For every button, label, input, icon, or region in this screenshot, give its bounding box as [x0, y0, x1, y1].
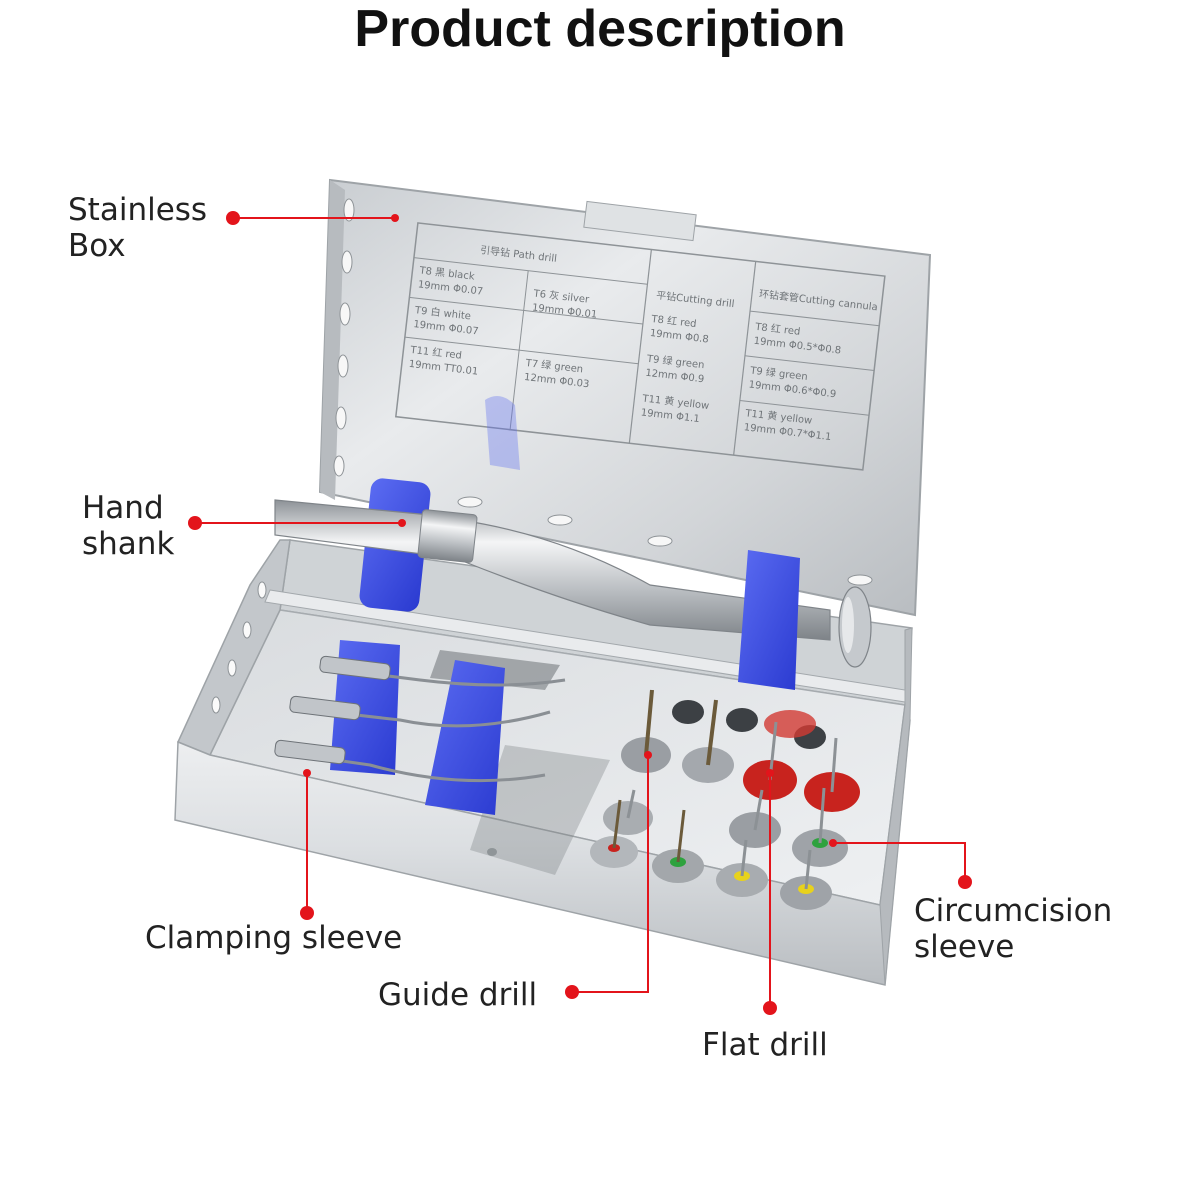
drill-gray [729, 789, 781, 848]
drill-green [652, 809, 704, 883]
hand-shank-label: Hand shank [82, 490, 175, 562]
drill-set [590, 689, 860, 910]
stainless-box-label: Stainless Box [68, 192, 208, 264]
circumcision-sleeve-green [792, 787, 848, 867]
flat-drill-label: Flat drill [702, 1027, 828, 1063]
callout-lines [195, 217, 966, 1008]
drill-yellow [780, 849, 832, 910]
flat-drill-red [804, 737, 860, 812]
clamping-sleeve-label: Clamping sleeve [145, 920, 403, 956]
page-title: Product description [354, 0, 846, 58]
guide-drill-label: Guide drill [378, 977, 538, 1013]
drill-yellow [716, 839, 768, 897]
circumcision-sleeve-label: Circumcision sleeve [914, 893, 1113, 965]
drill-gray [682, 699, 734, 783]
callout-dots [188, 211, 972, 1015]
hand-shank [274, 478, 872, 690]
drill-gray [590, 799, 638, 868]
stainless-box-lid: 引导钻 Path drill 平钻Cutting drill 环钻套管Cutti… [318, 178, 932, 617]
clamping-sleeves [274, 640, 566, 815]
